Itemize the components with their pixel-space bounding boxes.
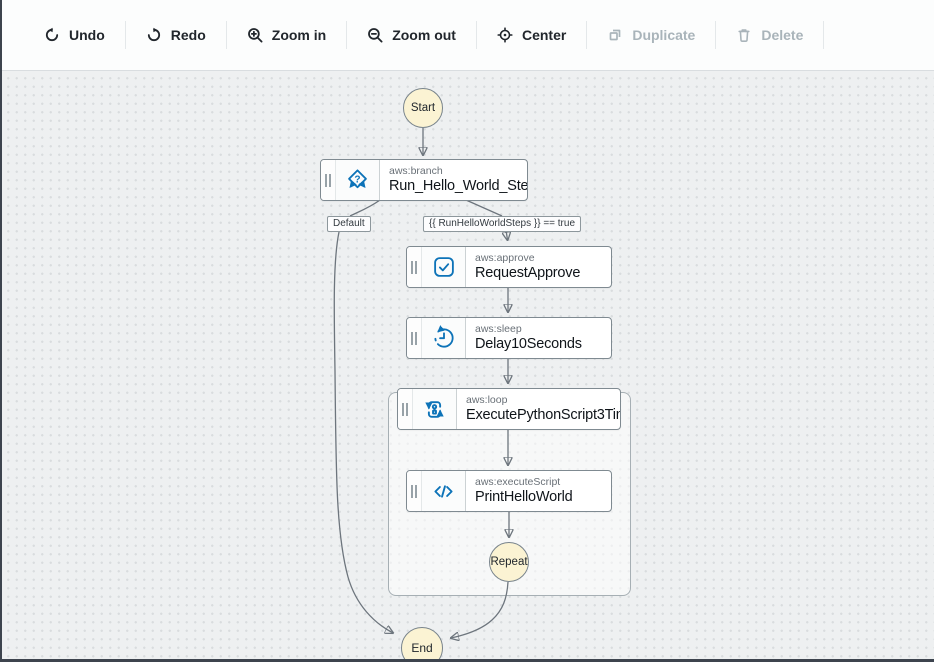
toolbar-divider	[346, 21, 348, 49]
duplicate-icon	[607, 27, 623, 43]
sleep-clock-icon	[422, 318, 466, 358]
undo-button[interactable]: Undo	[24, 27, 125, 43]
loop-arrows-icon	[413, 389, 457, 429]
branch-icon: ?	[336, 160, 380, 200]
step-name: ExecutePythonScript3Times	[466, 407, 620, 423]
drag-handle-icon[interactable]	[407, 471, 422, 511]
step-node-script[interactable]: aws:executeScript PrintHelloWorld	[406, 470, 612, 512]
undo-icon	[44, 27, 60, 43]
edge-label-condition: {{ RunHelloWorldSteps }} == true	[422, 216, 582, 232]
step-type: aws:branch	[389, 165, 443, 177]
delete-button: Delete	[716, 27, 823, 43]
approve-check-icon	[422, 247, 466, 287]
start-label: Start	[410, 102, 436, 114]
delete-label: Delete	[761, 27, 804, 43]
step-name: PrintHelloWorld	[475, 489, 573, 505]
end-label: End	[411, 641, 433, 655]
toolbar-divider	[715, 21, 717, 49]
step-node-loop[interactable]: aws:loop ExecutePythonScript3Times	[397, 388, 621, 430]
drag-handle-icon[interactable]	[321, 160, 336, 200]
zoom-out-label: Zoom out	[392, 27, 456, 43]
repeat-node: Repeat	[489, 542, 529, 582]
toolbar: Undo Redo Zoom in Zoom out	[2, 0, 934, 71]
toolbar-divider	[475, 21, 477, 49]
edge-branch-to-default-label	[349, 199, 381, 217]
toolbar-divider	[823, 21, 825, 49]
step-node-branch[interactable]: ? aws:branch Run_Hello_World_Steps	[320, 159, 528, 201]
drag-handle-icon[interactable]	[398, 389, 413, 429]
toolbar-divider	[225, 21, 227, 49]
edge-branch-to-condition-label	[465, 199, 503, 217]
toolbar-divider	[586, 21, 588, 49]
step-type: aws:approve	[475, 252, 535, 264]
center-button[interactable]: Center	[477, 27, 586, 43]
edge-label-default: Default	[327, 216, 371, 232]
step-type: aws:sleep	[475, 323, 522, 335]
edge-default-to-end	[333, 231, 393, 633]
code-icon	[422, 471, 466, 511]
redo-label: Redo	[170, 27, 206, 43]
repeat-label: Repeat	[490, 556, 528, 568]
drag-handle-icon[interactable]	[407, 318, 422, 358]
step-name: Run_Hello_World_Steps	[389, 178, 527, 194]
duplicate-label: Duplicate	[632, 27, 696, 43]
end-node: End	[401, 627, 443, 659]
toolbar-divider	[124, 21, 126, 49]
zoom-in-icon	[247, 27, 263, 43]
duplicate-button: Duplicate	[587, 27, 715, 43]
step-type: aws:executeScript	[475, 476, 561, 488]
step-type: aws:loop	[466, 394, 508, 406]
step-node-approve[interactable]: aws:approve RequestApprove	[406, 246, 612, 288]
workflow-canvas[interactable]: Start ? aws:branch Run_Hello_World_Steps…	[2, 71, 934, 659]
start-node: Start	[403, 88, 443, 128]
zoom-in-button[interactable]: Zoom in	[227, 27, 346, 43]
step-node-sleep[interactable]: aws:sleep Delay10Seconds	[406, 317, 612, 359]
redo-button[interactable]: Redo	[126, 27, 226, 43]
zoom-out-icon	[367, 27, 383, 43]
zoom-in-label: Zoom in	[271, 27, 327, 43]
redo-icon	[146, 27, 162, 43]
center-target-icon	[497, 27, 513, 43]
undo-label: Undo	[69, 27, 105, 43]
svg-text:?: ?	[354, 174, 360, 185]
step-name: Delay10Seconds	[475, 336, 582, 352]
trash-icon	[736, 27, 752, 43]
zoom-out-button[interactable]: Zoom out	[347, 27, 476, 43]
step-name: RequestApprove	[475, 265, 581, 281]
center-label: Center	[521, 27, 567, 43]
drag-handle-icon[interactable]	[407, 247, 422, 287]
